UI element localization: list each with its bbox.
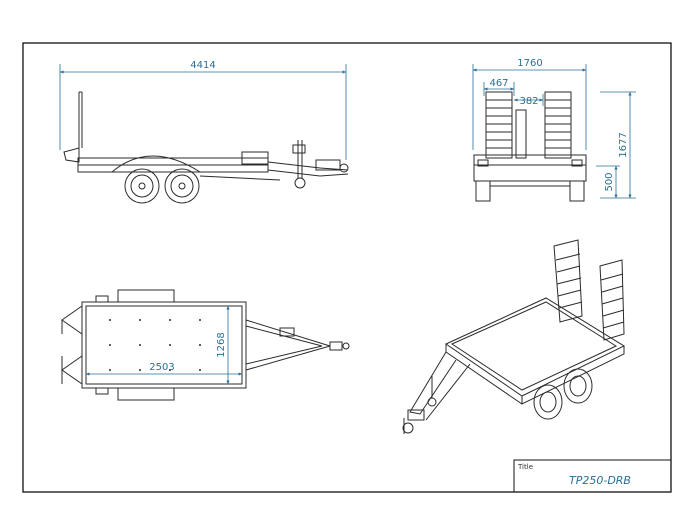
- side-length-label: 4414: [190, 60, 215, 71]
- overall-height-label: 1677: [618, 132, 629, 157]
- title-block: [513, 459, 672, 493]
- rear-view: [472, 64, 636, 202]
- side-length-dimension: [59, 64, 347, 160]
- deck-height-label: 500: [604, 172, 615, 191]
- side-view: [59, 64, 349, 204]
- ramp-width-label: 467: [489, 78, 508, 89]
- title-block-label: Title: [517, 463, 533, 471]
- isometric-view: [402, 239, 626, 434]
- deck-width-label: 1268: [216, 332, 227, 357]
- ramp-gap-label: 382: [519, 96, 538, 107]
- sheet-border: [22, 42, 672, 493]
- drawing-title: TP250-DRB: [569, 474, 631, 487]
- deck-length-label: 2503: [149, 362, 174, 373]
- top-view: [61, 289, 350, 401]
- rear-width-label: 1760: [517, 58, 542, 69]
